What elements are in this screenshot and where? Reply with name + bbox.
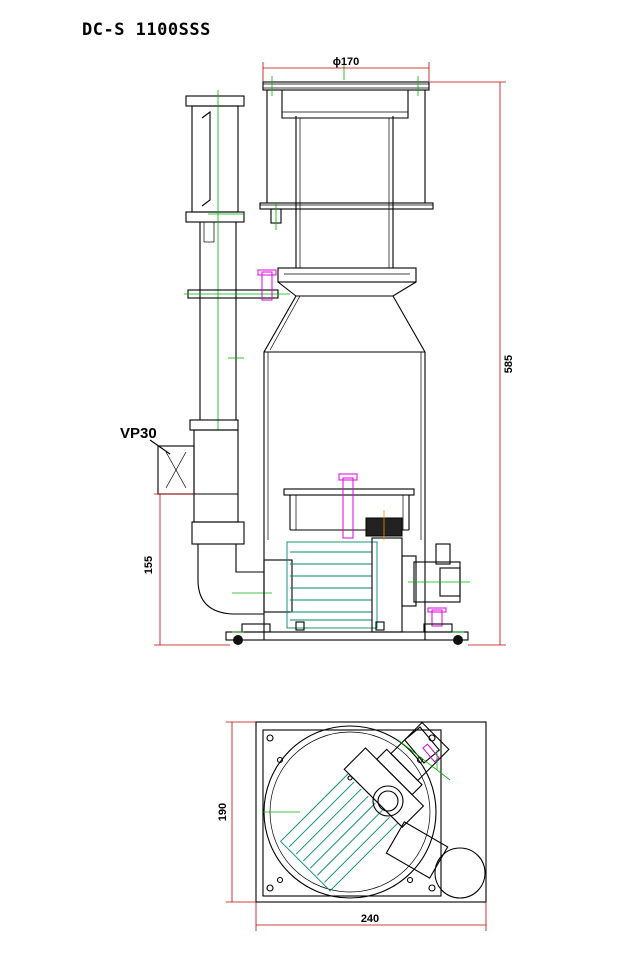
foot-left [233,635,243,645]
tray-bolt [342,477,354,539]
dim-width-label: 240 [361,913,379,925]
cup-top-flange [262,81,430,91]
return-pipe-cap [185,95,245,107]
dim-inlet-label: 155 [143,556,155,574]
pump-volute [371,537,403,633]
top-view-outline [255,721,487,903]
cup-bottom-flange [259,202,434,210]
top-view-elbow [434,847,486,899]
inner-tray [283,488,415,496]
top-view: 190 240 [217,721,487,931]
dim-depth-label: 190 [217,803,229,821]
side-view: ϕ170 585 155 VP30 [120,56,515,646]
vp30-label: VP30 [120,425,157,442]
return-elbow [197,544,264,615]
drawing-title: DC-S 1100SSS [82,20,211,40]
foot-right [453,635,463,645]
bracket-bolt [261,271,273,301]
base-plate [225,631,469,641]
body-cone-right [392,295,426,640]
collection-cup [266,90,426,204]
dim-height-label: 585 [503,355,515,373]
dim-diameter-label: ϕ170 [333,56,360,68]
pump-motor [286,541,378,629]
